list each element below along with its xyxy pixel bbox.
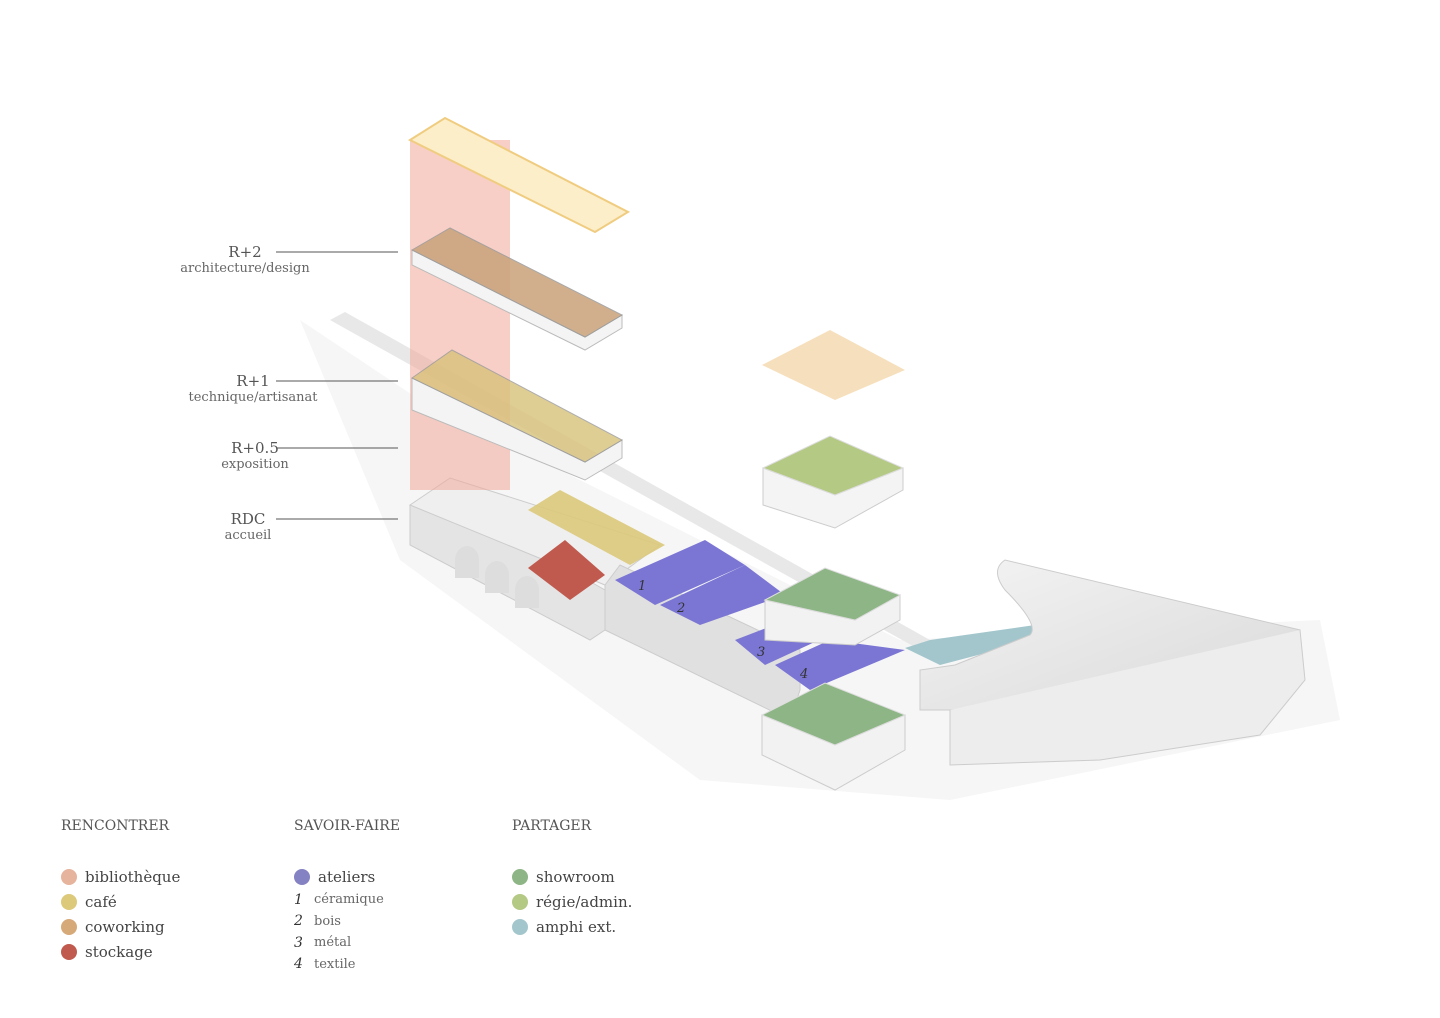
legend-item: café <box>61 889 180 914</box>
color-dot-icon <box>512 893 528 910</box>
level-use: accueil <box>224 528 272 543</box>
color-dot-icon <box>61 943 77 960</box>
legend-title: RENCONTRER <box>61 818 170 834</box>
level-code: R+1 <box>236 372 270 390</box>
legend-item: régie/admin. <box>512 889 632 914</box>
legend-rencontrer: RENCONTRER bibliothèque café coworking s… <box>61 818 180 964</box>
legend-item: bibliothèque <box>61 864 180 889</box>
legend-partager: PARTAGER showroom régie/admin. amphi ext… <box>512 818 632 939</box>
regie-roof <box>762 330 905 400</box>
level-label-rdc: RDC accueil <box>210 510 286 543</box>
level-use: exposition <box>221 457 289 472</box>
level-code: R+2 <box>228 243 262 261</box>
level-use: architecture/design <box>180 261 310 276</box>
atelier-number-2: 2 <box>676 601 685 616</box>
level-use: technique/artisanat <box>188 390 318 405</box>
level-label-r05: R+0.5 exposition <box>205 439 305 472</box>
r1-slab-top <box>411 349 624 463</box>
atelier-number-1: 1 <box>638 579 646 594</box>
color-dot-icon <box>512 868 528 885</box>
level-code: R+0.5 <box>231 439 279 457</box>
legend-title: SAVOIR-FAIRE <box>294 818 401 834</box>
atelier-number-3: 3 <box>757 645 765 660</box>
r2-slab-top <box>410 227 624 338</box>
stockage-room <box>528 540 605 600</box>
cafe-floor <box>528 490 665 565</box>
color-dot-icon <box>61 868 77 885</box>
legend-item: stockage <box>61 939 180 964</box>
legend-item: showroom <box>512 864 632 889</box>
regie-box <box>761 435 905 496</box>
legend-item: amphi ext. <box>512 914 632 939</box>
showroom-box-1 <box>763 567 902 621</box>
arches <box>455 546 539 608</box>
legend-item: ateliers <box>294 864 400 889</box>
showroom-box-2 <box>760 682 907 746</box>
color-dot-icon <box>61 893 77 910</box>
color-dot-icon <box>61 918 77 935</box>
color-dot-icon <box>294 868 310 885</box>
atelier-1 <box>615 540 745 605</box>
amphi-ext <box>905 625 1035 665</box>
legend-title: PARTAGER <box>512 818 592 834</box>
level-code: RDC <box>230 510 266 528</box>
color-dot-icon <box>512 918 528 935</box>
legend-item: coworking <box>61 914 180 939</box>
atelier-4 <box>775 640 905 690</box>
level-label-r2: R+2 architecture/design <box>180 243 310 276</box>
level-label-r1: R+1 technique/artisanat <box>185 372 321 405</box>
atelier-2 <box>660 565 785 625</box>
atelier-number-4: 4 <box>799 667 808 682</box>
roof-skylight <box>407 116 631 234</box>
